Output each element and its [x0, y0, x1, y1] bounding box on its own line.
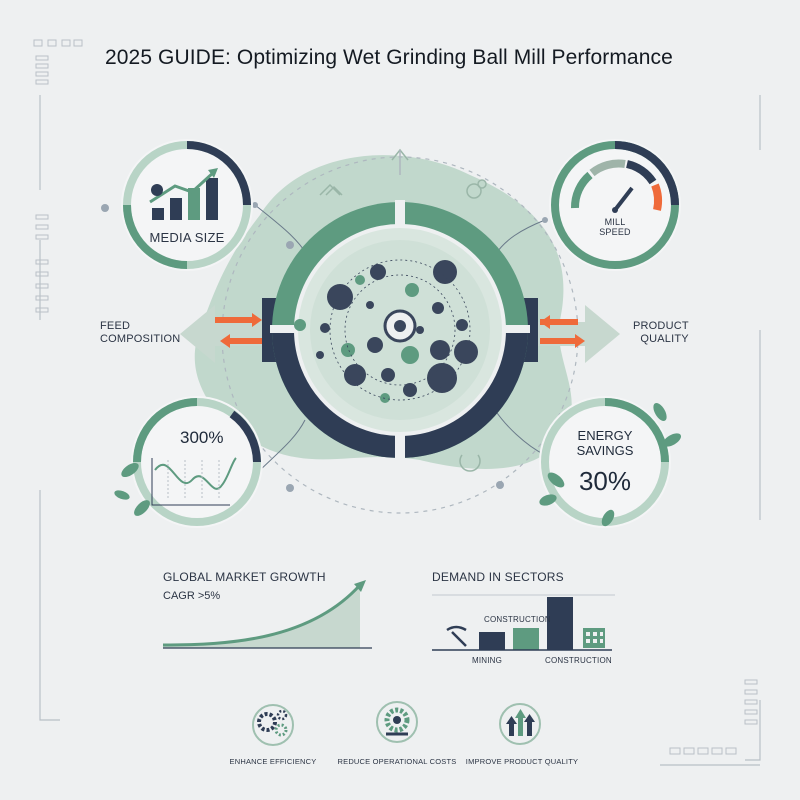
media-size-label: MEDIA SIZE [149, 230, 225, 245]
sector-demand-chart [432, 594, 615, 651]
market-growth-title: GLOBAL MARKET GROWTH [163, 570, 326, 584]
media-size-ring [121, 139, 253, 271]
page-title: 2025 GUIDE: Optimizing Wet Grinding Ball… [105, 46, 673, 69]
sectors-title: DEMAND IN SECTORS [432, 570, 564, 584]
energy-savings-value: 30% [578, 466, 632, 496]
gears-icon [252, 704, 294, 746]
energy-line2: SAVINGS [576, 443, 634, 458]
product-line1: PRODUCT [633, 320, 689, 332]
energy-savings-label: ENERGY SAVINGS [560, 428, 650, 458]
sector-label-construction-top: CONSTRUCTION [484, 615, 551, 624]
market-growth-chart [162, 580, 372, 649]
benefit-improve-quality: IMPROVE PRODUCT QUALITY [465, 757, 579, 766]
benefit-enhance-efficiency: ENHANCE EFFICIENCY [229, 757, 317, 766]
feed-composition-label: FEED COMPOSITION [100, 320, 180, 346]
benefit-reduce-costs: REDUCE OPERATIONAL COSTS [337, 757, 457, 766]
frame-ticks [33, 39, 758, 755]
mill-speed-line2: SPEED [599, 227, 631, 237]
feed-line2: COMPOSITION [100, 333, 181, 345]
blob-deco-icons [319, 148, 487, 472]
wave-chart-icon [151, 457, 237, 506]
quality-arrows-icon [499, 703, 541, 745]
media-bar-chart-icon [149, 168, 218, 220]
pickaxe-icon [446, 625, 467, 647]
leaf-icons [114, 402, 682, 527]
ball-orbits [329, 259, 471, 401]
frame-lines [39, 95, 761, 766]
growth-stat-value: 300% [180, 428, 224, 447]
energy-line1: ENERGY [577, 428, 633, 443]
cost-gear-icon [376, 701, 418, 743]
product-line2: QUALITY [640, 333, 689, 345]
building-icon [583, 628, 605, 648]
orange-arrows [215, 313, 585, 348]
mill-speed-ring [549, 139, 681, 271]
sector-label-construction-bottom: CONSTRUCTION [545, 656, 612, 665]
mill-hub [383, 309, 417, 343]
energy-ring [539, 396, 671, 528]
mill-speed-label: MILL SPEED [585, 217, 645, 237]
market-growth-subtitle: CAGR >5% [163, 590, 221, 602]
mill-speed-line1: MILL [604, 217, 626, 227]
feed-line1: FEED [100, 320, 131, 332]
sector-label-mining: MINING [472, 656, 503, 665]
growth-stat-ring [131, 396, 263, 528]
product-quality-label: PRODUCT QUALITY [633, 320, 689, 346]
